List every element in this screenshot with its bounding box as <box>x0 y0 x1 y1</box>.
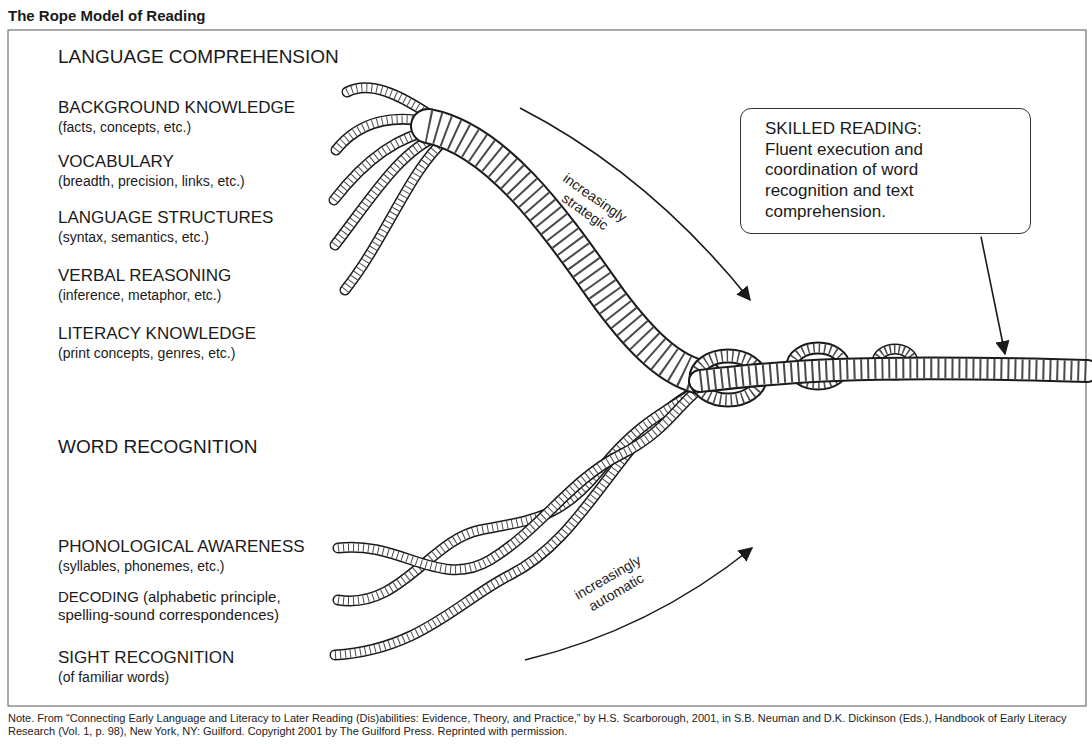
strand-name: VOCABULARY <box>58 152 174 172</box>
title: The Rope Model of Reading <box>8 7 206 25</box>
caption-note: Note. From “Connecting Early Language an… <box>8 712 1084 738</box>
strategic-arrow <box>520 108 750 300</box>
strand-detail: (syllables, phonemes, etc.) <box>58 558 225 575</box>
strand-name: SIGHT RECOGNITION <box>58 648 234 668</box>
strand-detail: (of familiar words) <box>58 669 169 686</box>
strand-name: BACKGROUND KNOWLEDGE <box>58 98 295 118</box>
group-heading: LANGUAGE COMPREHENSION <box>58 46 339 69</box>
callout-body: Fluent execution and coordination of wor… <box>765 140 1005 223</box>
strand-name: PHONOLOGICAL AWARENESS <box>58 537 305 557</box>
strand-name: LITERACY KNOWLEDGE <box>58 324 256 344</box>
arrow-label: increasingly automatic <box>560 545 663 624</box>
skilled-reading-rope <box>696 348 1087 400</box>
language-comprehension-strands <box>334 88 705 378</box>
strand-name: LANGUAGE STRUCTURES <box>58 208 273 228</box>
strand-detail: (print concepts, genres, etc.) <box>58 345 235 362</box>
strand-detail: (facts, concepts, etc.) <box>58 119 191 136</box>
strand-name: DECODING (alphabetic principle, spelling… <box>58 588 328 624</box>
callout-pointer <box>981 237 1005 354</box>
arrow-label: increasingly strategic <box>539 162 640 247</box>
strand-detail: (breadth, precision, links, etc.) <box>58 173 245 190</box>
callout-box: SKILLED READING:Fluent execution and coo… <box>740 108 1031 234</box>
callout-heading: SKILLED READING: <box>765 119 1005 140</box>
strand-name: VERBAL REASONING <box>58 266 231 286</box>
group-heading: WORD RECOGNITION <box>58 436 258 459</box>
strand-detail: (inference, metaphor, etc.) <box>58 287 221 304</box>
frame <box>8 30 1086 706</box>
strand-detail: (syntax, semantics, etc.) <box>58 229 209 246</box>
